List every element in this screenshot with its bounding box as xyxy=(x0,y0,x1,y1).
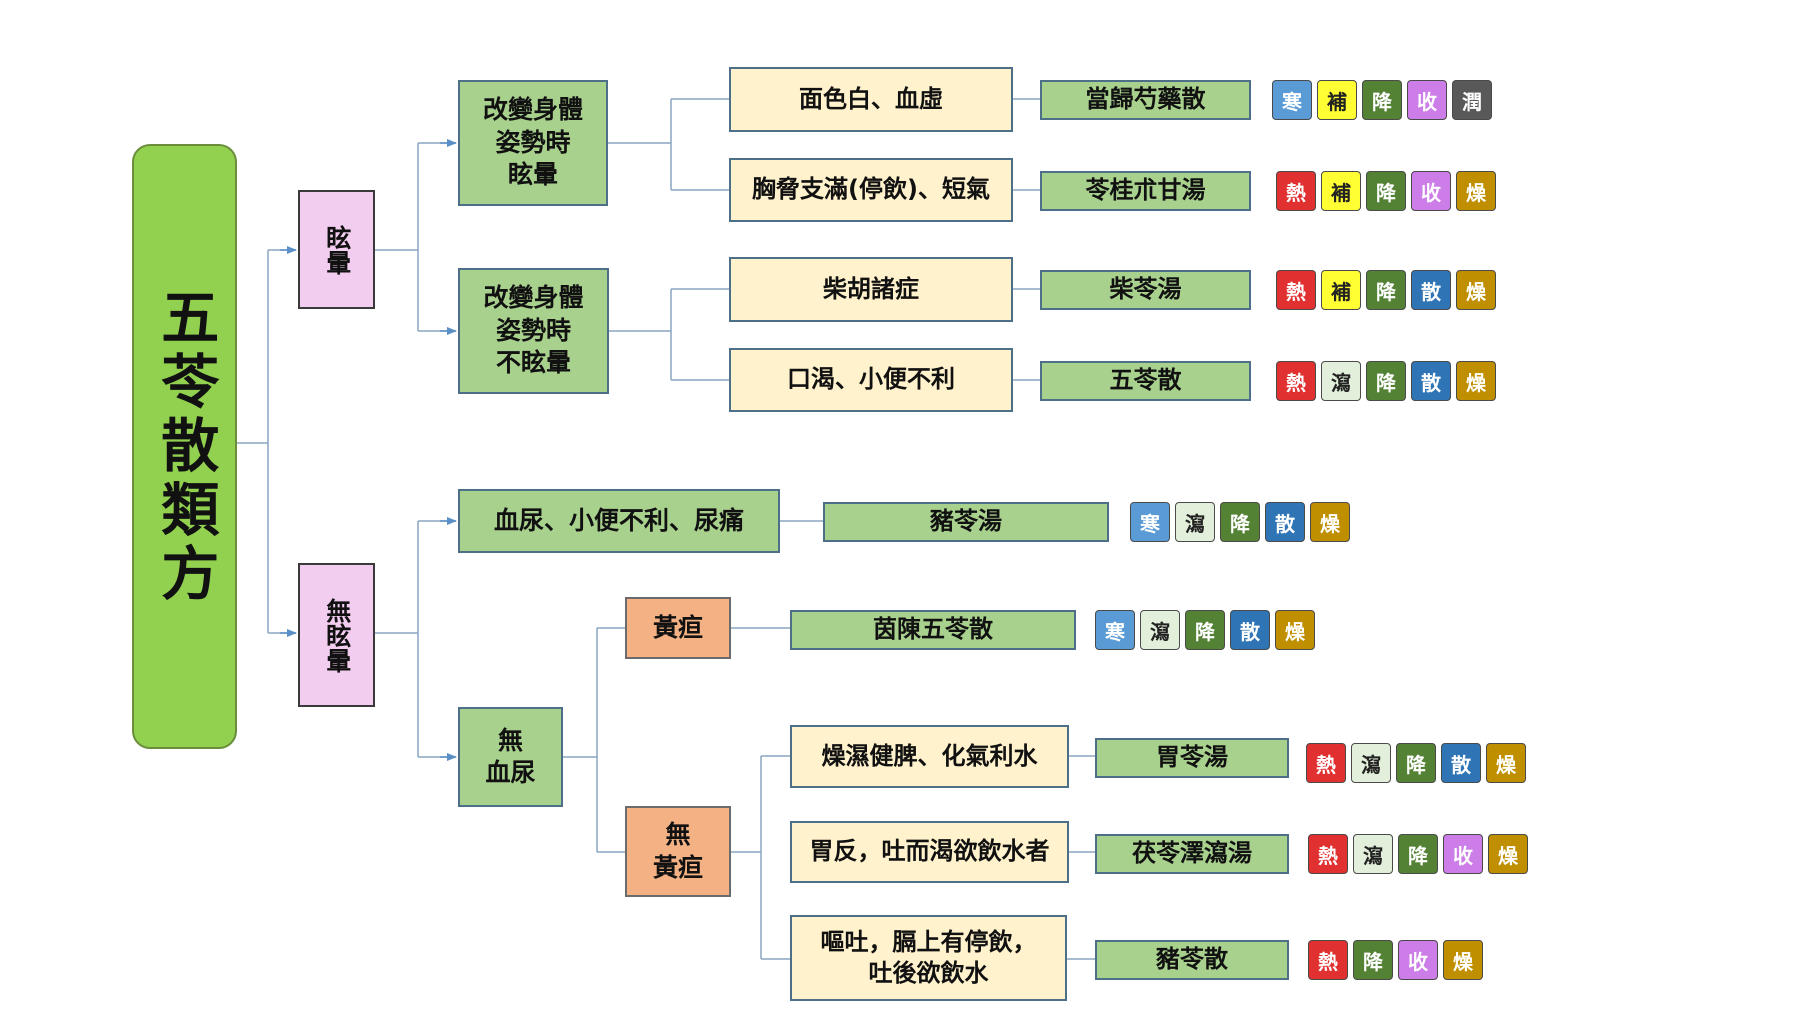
property-tag: 熱 xyxy=(1276,171,1316,211)
formula-label: 胃苓湯 xyxy=(1156,743,1228,772)
property-tag: 收 xyxy=(1407,80,1447,120)
jaundice-label: 黃疸 xyxy=(652,612,703,642)
no-jaundice-node: 無 黃疸 xyxy=(625,806,731,897)
property-tag: 熱 xyxy=(1276,361,1316,401)
formula-label: 茯苓澤瀉湯 xyxy=(1132,839,1252,868)
no-jaundice-label: 無 黃疸 xyxy=(652,820,703,882)
symptom-label: 面色白、血虛 xyxy=(799,84,943,113)
formula-label: 豬苓散 xyxy=(1156,945,1228,974)
symptom-box: 口渴、小便不利 xyxy=(729,348,1013,412)
formula-label: 苓桂朮甘湯 xyxy=(1085,176,1206,205)
formula-label: 五苓散 xyxy=(1109,366,1182,395)
property-tag: 補 xyxy=(1321,171,1361,211)
symptom-box: 嘔吐，膈上有停飲， 吐後欲飲水 xyxy=(790,915,1067,1001)
property-tag: 潤 xyxy=(1452,80,1492,120)
formula-box: 茵陳五苓散 xyxy=(790,610,1076,650)
formula-label: 柴苓湯 xyxy=(1109,275,1182,304)
property-tag: 燥 xyxy=(1310,502,1350,542)
symptom-label: 口渴、小便不利 xyxy=(787,365,955,394)
formula-box: 胃苓湯 xyxy=(1095,738,1289,778)
property-tag: 熱 xyxy=(1308,940,1348,980)
property-tag: 瀉 xyxy=(1321,361,1361,401)
no-hematuria-label: 無 血尿 xyxy=(485,725,536,788)
property-tag: 燥 xyxy=(1486,743,1526,783)
formula-label: 當歸芍藥散 xyxy=(1085,85,1206,114)
symptom-box: 胸脅支滿(停飲)、短氣 xyxy=(729,158,1013,222)
property-tag: 燥 xyxy=(1456,171,1496,211)
formula-box: 豬苓湯 xyxy=(823,502,1109,542)
property-tag: 熱 xyxy=(1308,834,1348,874)
hematuria-node: 血尿、小便不利、尿痛 xyxy=(458,489,780,553)
property-tag: 燥 xyxy=(1443,940,1483,980)
property-tag: 降 xyxy=(1366,270,1406,310)
property-tag: 收 xyxy=(1443,834,1483,874)
property-tag: 降 xyxy=(1362,80,1402,120)
symptom-box: 面色白、血虛 xyxy=(729,67,1013,132)
property-tag: 寒 xyxy=(1272,80,1312,120)
property-tag: 散 xyxy=(1411,270,1451,310)
property-tag: 降 xyxy=(1366,171,1406,211)
property-tag: 燥 xyxy=(1456,361,1496,401)
property-tag: 瀉 xyxy=(1353,834,1393,874)
posture-dizzy-node: 改變身體 姿勢時 眩暈 xyxy=(458,80,608,206)
property-tag: 寒 xyxy=(1095,610,1135,650)
posture-no-dizzy-node: 改變身體 姿勢時 不眩暈 xyxy=(458,268,609,394)
symptom-label: 柴胡諸症 xyxy=(823,274,919,303)
posture-dizzy-label: 改變身體 姿勢時 眩暈 xyxy=(482,95,583,190)
property-tag: 降 xyxy=(1220,502,1260,542)
property-tag: 收 xyxy=(1411,171,1451,211)
formula-label: 豬苓湯 xyxy=(930,507,1002,536)
property-tag: 散 xyxy=(1230,610,1270,650)
branch-no-dizzy-label: 無眩暈 xyxy=(322,597,352,673)
root-label: 五苓散類方 xyxy=(151,286,220,607)
property-tag: 散 xyxy=(1265,502,1305,542)
no-hematuria-node: 無 血尿 xyxy=(458,707,563,807)
symptom-label: 胸脅支滿(停飲)、短氣 xyxy=(752,175,990,204)
formula-label: 茵陳五苓散 xyxy=(873,615,993,644)
property-tag: 補 xyxy=(1321,270,1361,310)
property-tag: 燥 xyxy=(1275,610,1315,650)
property-tag: 降 xyxy=(1396,743,1436,783)
jaundice-node: 黃疸 xyxy=(625,597,731,659)
property-tag: 瀉 xyxy=(1175,502,1215,542)
property-tag: 熱 xyxy=(1276,270,1316,310)
branch-dizzy-label: 眩暈 xyxy=(322,224,352,275)
symptom-box: 柴胡諸症 xyxy=(729,257,1013,322)
formula-box: 茯苓澤瀉湯 xyxy=(1095,834,1289,874)
root-node: 五苓散類方 xyxy=(132,144,237,749)
property-tag: 瀉 xyxy=(1140,610,1180,650)
formula-box: 豬苓散 xyxy=(1095,940,1289,980)
symptom-box: 燥濕健脾、化氣利水 xyxy=(790,725,1069,788)
branch-no-dizzy-node: 無眩暈 xyxy=(298,563,375,707)
property-tag: 降 xyxy=(1366,361,1406,401)
symptom-label: 嘔吐，膈上有停飲， 吐後欲飲水 xyxy=(820,927,1037,987)
posture-no-dizzy-label: 改變身體 姿勢時 不眩暈 xyxy=(483,283,584,378)
formula-box: 柴苓湯 xyxy=(1040,270,1251,310)
hematuria-label: 血尿、小便不利、尿痛 xyxy=(493,505,744,535)
property-tag: 燥 xyxy=(1456,270,1496,310)
formula-box: 苓桂朮甘湯 xyxy=(1040,171,1251,211)
formula-box: 當歸芍藥散 xyxy=(1040,80,1251,120)
symptom-label: 燥濕健脾、化氣利水 xyxy=(821,741,1038,770)
property-tag: 瀉 xyxy=(1351,743,1391,783)
property-tag: 補 xyxy=(1317,80,1357,120)
formula-box: 五苓散 xyxy=(1040,361,1251,401)
symptom-label: 胃反，吐而渴欲飲水者 xyxy=(809,837,1050,866)
property-tag: 寒 xyxy=(1130,502,1170,542)
property-tag: 散 xyxy=(1441,743,1481,783)
property-tag: 降 xyxy=(1353,940,1393,980)
property-tag: 收 xyxy=(1398,940,1438,980)
property-tag: 熱 xyxy=(1306,743,1346,783)
branch-dizzy-node: 眩暈 xyxy=(298,190,375,309)
property-tag: 散 xyxy=(1411,361,1451,401)
property-tag: 降 xyxy=(1185,610,1225,650)
property-tag: 降 xyxy=(1398,834,1438,874)
symptom-box: 胃反，吐而渴欲飲水者 xyxy=(790,821,1069,883)
property-tag: 燥 xyxy=(1488,834,1528,874)
